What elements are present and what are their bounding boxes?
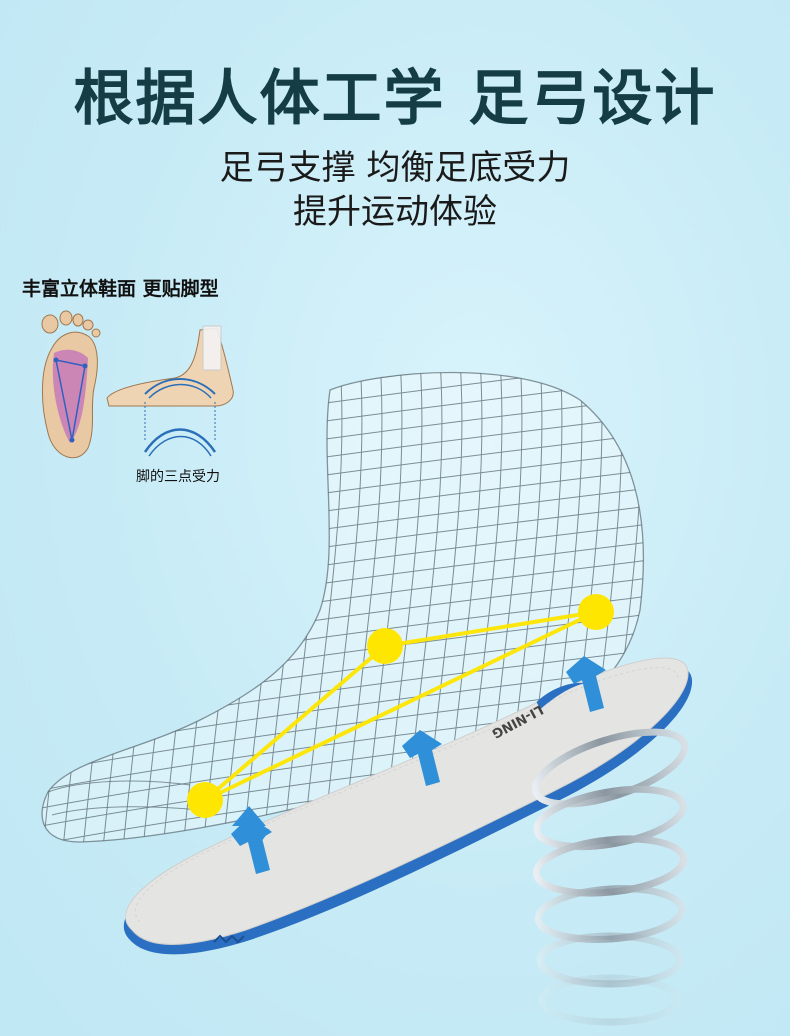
foot-side-icon [106, 325, 234, 407]
foot-arch-diagram [106, 325, 234, 457]
footprint-icon [41, 310, 101, 459]
up-arrow-icon [566, 656, 606, 712]
diagram-caption: 脚的三点受力 [136, 469, 220, 485]
subtitle-line-2: 提升运动体验 [293, 192, 497, 232]
up-arrow-icon [231, 816, 272, 874]
pressure-point-forefoot [187, 782, 223, 818]
insole-image: LI-NING [123, 657, 693, 955]
spring-icon [531, 728, 689, 1026]
arch-icon [143, 402, 217, 457]
subtitle-line-1: 足弓支撑 均衡足底受力 [219, 148, 571, 188]
feature-label: 丰富立体鞋面 更贴脚型 [22, 278, 219, 300]
pressure-point-midfoot [367, 628, 403, 664]
pressure-point-heel [578, 594, 614, 630]
page-title: 根据人体工学 足弓设计 [73, 64, 717, 134]
up-arrow-icon [402, 730, 442, 786]
